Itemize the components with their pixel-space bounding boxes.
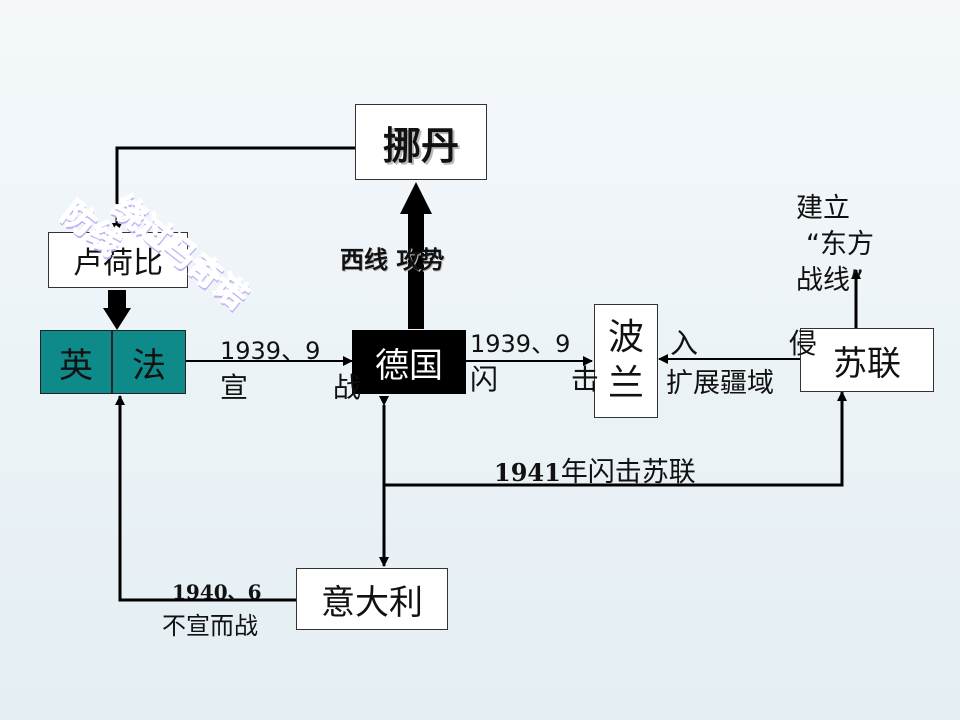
germany-to-norway-arrow-body <box>408 212 424 329</box>
benelux-to-france-arrow-body <box>108 290 126 310</box>
node-germany-label: 德国 <box>375 345 443 386</box>
node-france-label: 法 <box>132 345 166 386</box>
uk-fr-date-label: 1939、9 <box>220 337 321 365</box>
ussr-invade-label: 入 侵 <box>670 327 835 360</box>
italy-to-france-arrow <box>115 395 296 602</box>
node-italy-label: 意大利 <box>321 582 423 623</box>
italy-action-label: 不宣而战 <box>162 612 258 640</box>
benelux-to-france-arrow-head <box>103 308 131 330</box>
germany-to-ussr-arrow <box>384 391 847 487</box>
east-front-line2: “东方 <box>806 229 874 260</box>
uk-fr-action-label: 宣 战 <box>220 371 377 404</box>
ussr-expand-label: 扩展疆域 <box>666 368 774 399</box>
node-britain: 英 <box>40 330 112 394</box>
italy-date-label: 1940、6 <box>172 580 262 604</box>
node-italy: 意大利 <box>296 568 448 630</box>
node-germany: 德国 <box>352 330 466 394</box>
node-benelux-label: 卢荷比 <box>73 246 163 281</box>
node-norway-denmark: 挪丹 <box>355 104 487 180</box>
node-poland: 波 兰 <box>594 304 658 418</box>
west-front-label: 西线 攻势 <box>340 246 445 274</box>
node-poland-label-1: 波 <box>607 317 644 358</box>
node-france: 法 <box>112 330 186 394</box>
attack-ussr-year: 1941 <box>494 458 561 487</box>
poland-date-label: 1939、9 <box>470 330 571 358</box>
germany-to-norway-arrow-head <box>400 182 432 214</box>
node-ussr-label: 苏联 <box>833 343 901 384</box>
node-britain-label: 英 <box>59 345 93 386</box>
node-ussr: 苏联 <box>800 328 934 392</box>
east-front-line3: 战线” <box>796 265 864 296</box>
node-poland-label-2: 兰 <box>607 363 644 404</box>
norway-to-benelux-arrow <box>112 146 355 233</box>
node-norway-label: 挪丹 <box>382 123 459 168</box>
east-front-line1: 建立 <box>796 193 850 224</box>
node-benelux: 卢荷比 <box>48 232 188 288</box>
attack-ussr-label: 1941年闪击苏联 <box>494 450 696 489</box>
poland-action-label: 闪 击 <box>470 363 611 396</box>
attack-ussr-text: 年闪击苏联 <box>560 457 696 488</box>
